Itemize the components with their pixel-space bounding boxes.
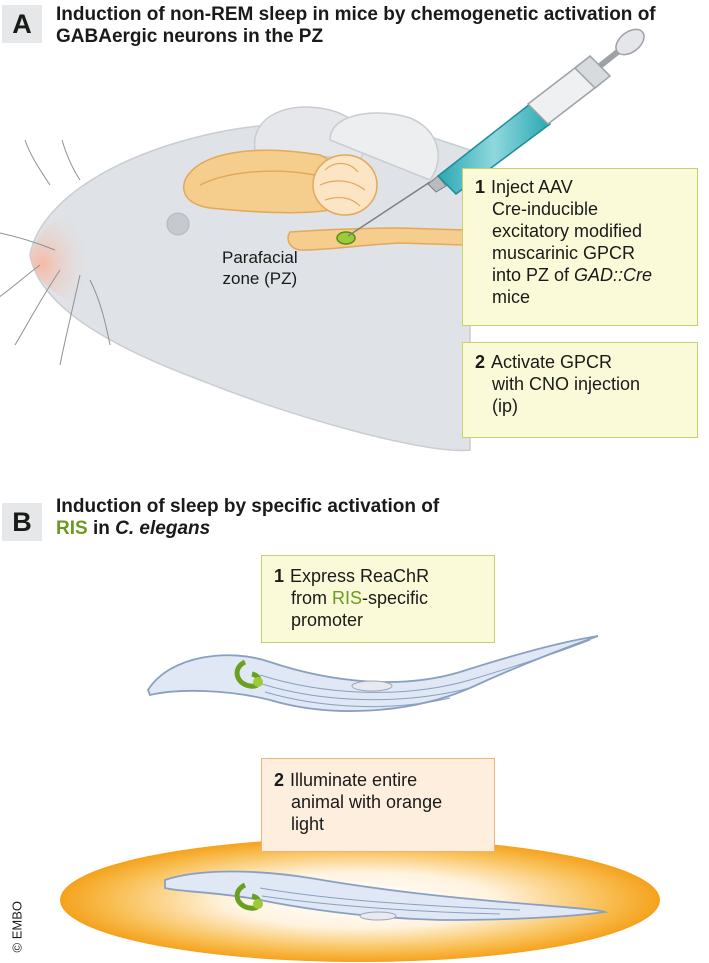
- step-number: 1: [274, 566, 285, 586]
- pz-label-line2: zone (PZ): [222, 269, 298, 288]
- step-text: Activate GPCR: [491, 352, 613, 372]
- panel-b-title-line2: RIS in C. elegans: [56, 518, 439, 540]
- panel-a-letter: A: [2, 5, 42, 43]
- step-text: excitatory modified: [492, 221, 643, 241]
- step-text: Cre-inducible: [492, 199, 599, 219]
- pz-label: Parafacial zone (PZ): [222, 247, 298, 289]
- panel-b-title-line1: Induction of sleep by specific activatio…: [56, 496, 440, 517]
- step-text: from: [291, 588, 333, 608]
- step-number: 1: [475, 177, 486, 197]
- step-text: promoter: [291, 610, 364, 630]
- panel-b-title: Induction of sleep by specific activatio…: [56, 496, 439, 540]
- step-text: with CNO injection: [492, 374, 641, 394]
- worm-1: [146, 635, 599, 712]
- step-text: mice: [492, 287, 531, 307]
- step-text: Inject AAV: [491, 177, 573, 197]
- panel-b-letter: B: [2, 503, 42, 541]
- title-text: in: [87, 518, 116, 539]
- step-number: 2: [274, 770, 285, 790]
- step-text: light: [291, 814, 325, 834]
- step-number: 2: [475, 352, 486, 372]
- mouse-brain: [183, 149, 466, 251]
- ris-highlight: RIS: [56, 518, 88, 539]
- step-text: into PZ of: [492, 265, 575, 285]
- step-text: Express ReaChR: [290, 566, 430, 586]
- worm-2: [164, 870, 609, 921]
- ris-highlight: RIS: [332, 588, 363, 608]
- species-name: C. elegans: [115, 518, 211, 539]
- step-text: (ip): [492, 396, 518, 416]
- panel-a-title: Induction of non-REM sleep in mice by ch…: [56, 4, 656, 48]
- copyright-notice: © EMBO: [9, 901, 25, 953]
- step-text: -specific: [362, 588, 429, 608]
- pz-label-line1: Parafacial: [222, 248, 298, 267]
- step-text: muscarinic GPCR: [492, 243, 636, 263]
- step-text: animal with orange: [291, 792, 443, 812]
- step-text: Illuminate entire: [290, 770, 418, 790]
- panel-a-title-line1: Induction of non-REM sleep in mice by ch…: [56, 4, 656, 25]
- panel-a-title-line2: GABAergic neurons in the PZ: [56, 26, 324, 47]
- genotype-text: GAD::Cre: [574, 265, 653, 285]
